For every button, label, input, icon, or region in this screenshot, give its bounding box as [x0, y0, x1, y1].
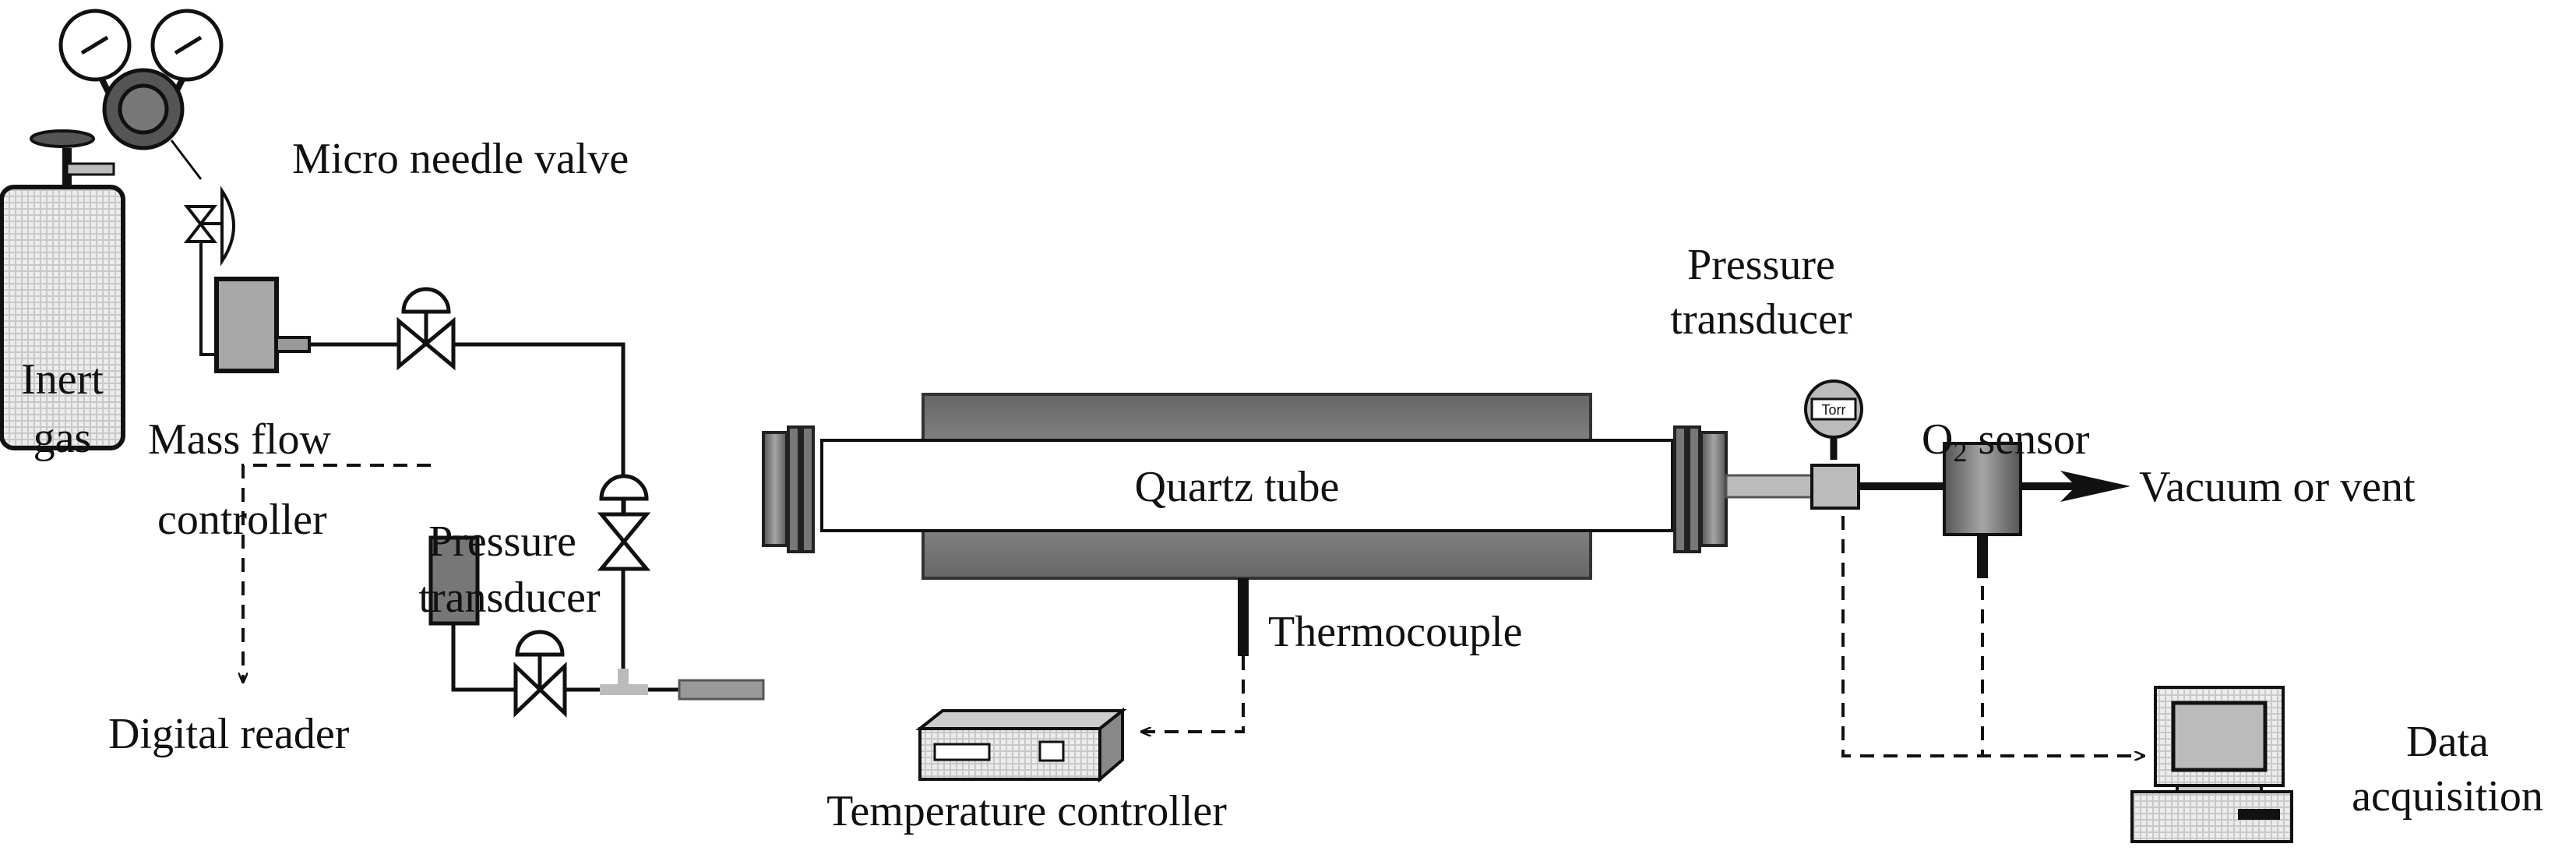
left-flange	[762, 425, 815, 553]
micro-needle-valve-icon	[396, 287, 456, 371]
computer-icon	[2130, 686, 2293, 843]
mass-flow-label-1: Mass flow	[148, 415, 331, 464]
pressure-transducer-left	[428, 535, 480, 626]
thermocouple-label: Thermocouple	[1268, 608, 1523, 656]
vent-arrow-icon	[2021, 471, 2130, 502]
mass-flow-controller	[214, 277, 311, 373]
right-flange	[1673, 425, 1728, 553]
pressure-regulator	[58, 9, 224, 150]
vertical-valve-icon	[597, 474, 651, 571]
micro-needle-valve-label: Micro needle valve	[292, 135, 629, 183]
temperature-controller	[915, 707, 1127, 783]
data-signal-lines	[1841, 516, 2144, 756]
inlet-valve-icon	[513, 630, 567, 718]
digital-reader-signal-line	[243, 464, 431, 682]
o2-sensor-stem	[1977, 535, 1988, 578]
o2-sensor	[1943, 442, 2022, 536]
inert-gas-cylinder: Inert gas	[0, 129, 125, 462]
gauge-unit: Torr	[1822, 402, 1846, 418]
digital-reader-label: Digital reader	[108, 710, 350, 758]
inert-gas-label-2: gas	[33, 414, 92, 462]
pressure-transducer-right: Torr	[1804, 380, 1863, 510]
inert-gas-label-1: Inert	[21, 355, 104, 404]
thermocouple	[1238, 578, 1249, 656]
outlet-pipe	[1725, 474, 1815, 499]
pressure-transducer-left-label-2: transducer	[418, 574, 601, 622]
pressure-transducer-right-label-2: transducer	[1670, 295, 1852, 344]
pressure-transducer-right-label-1: Pressure	[1687, 241, 1835, 289]
temperature-controller-label: Temperature controller	[826, 787, 1227, 835]
data-acquisition-label-2: acquisition	[2352, 772, 2543, 821]
quartz-tube	[820, 439, 1674, 532]
thermocouple-signal-line	[1142, 656, 1245, 732]
pressure-transducer-left-label-1: Pressure	[428, 517, 576, 566]
inlet-tee	[600, 669, 765, 701]
o2-sensor-label: O2 sensor	[1922, 415, 2090, 468]
data-acquisition-label-1: Data	[2406, 718, 2489, 766]
vacuum-or-vent-label: Vacuum or vent	[2139, 463, 2416, 511]
quartz-tube-label: Quartz tube	[1135, 463, 1340, 511]
